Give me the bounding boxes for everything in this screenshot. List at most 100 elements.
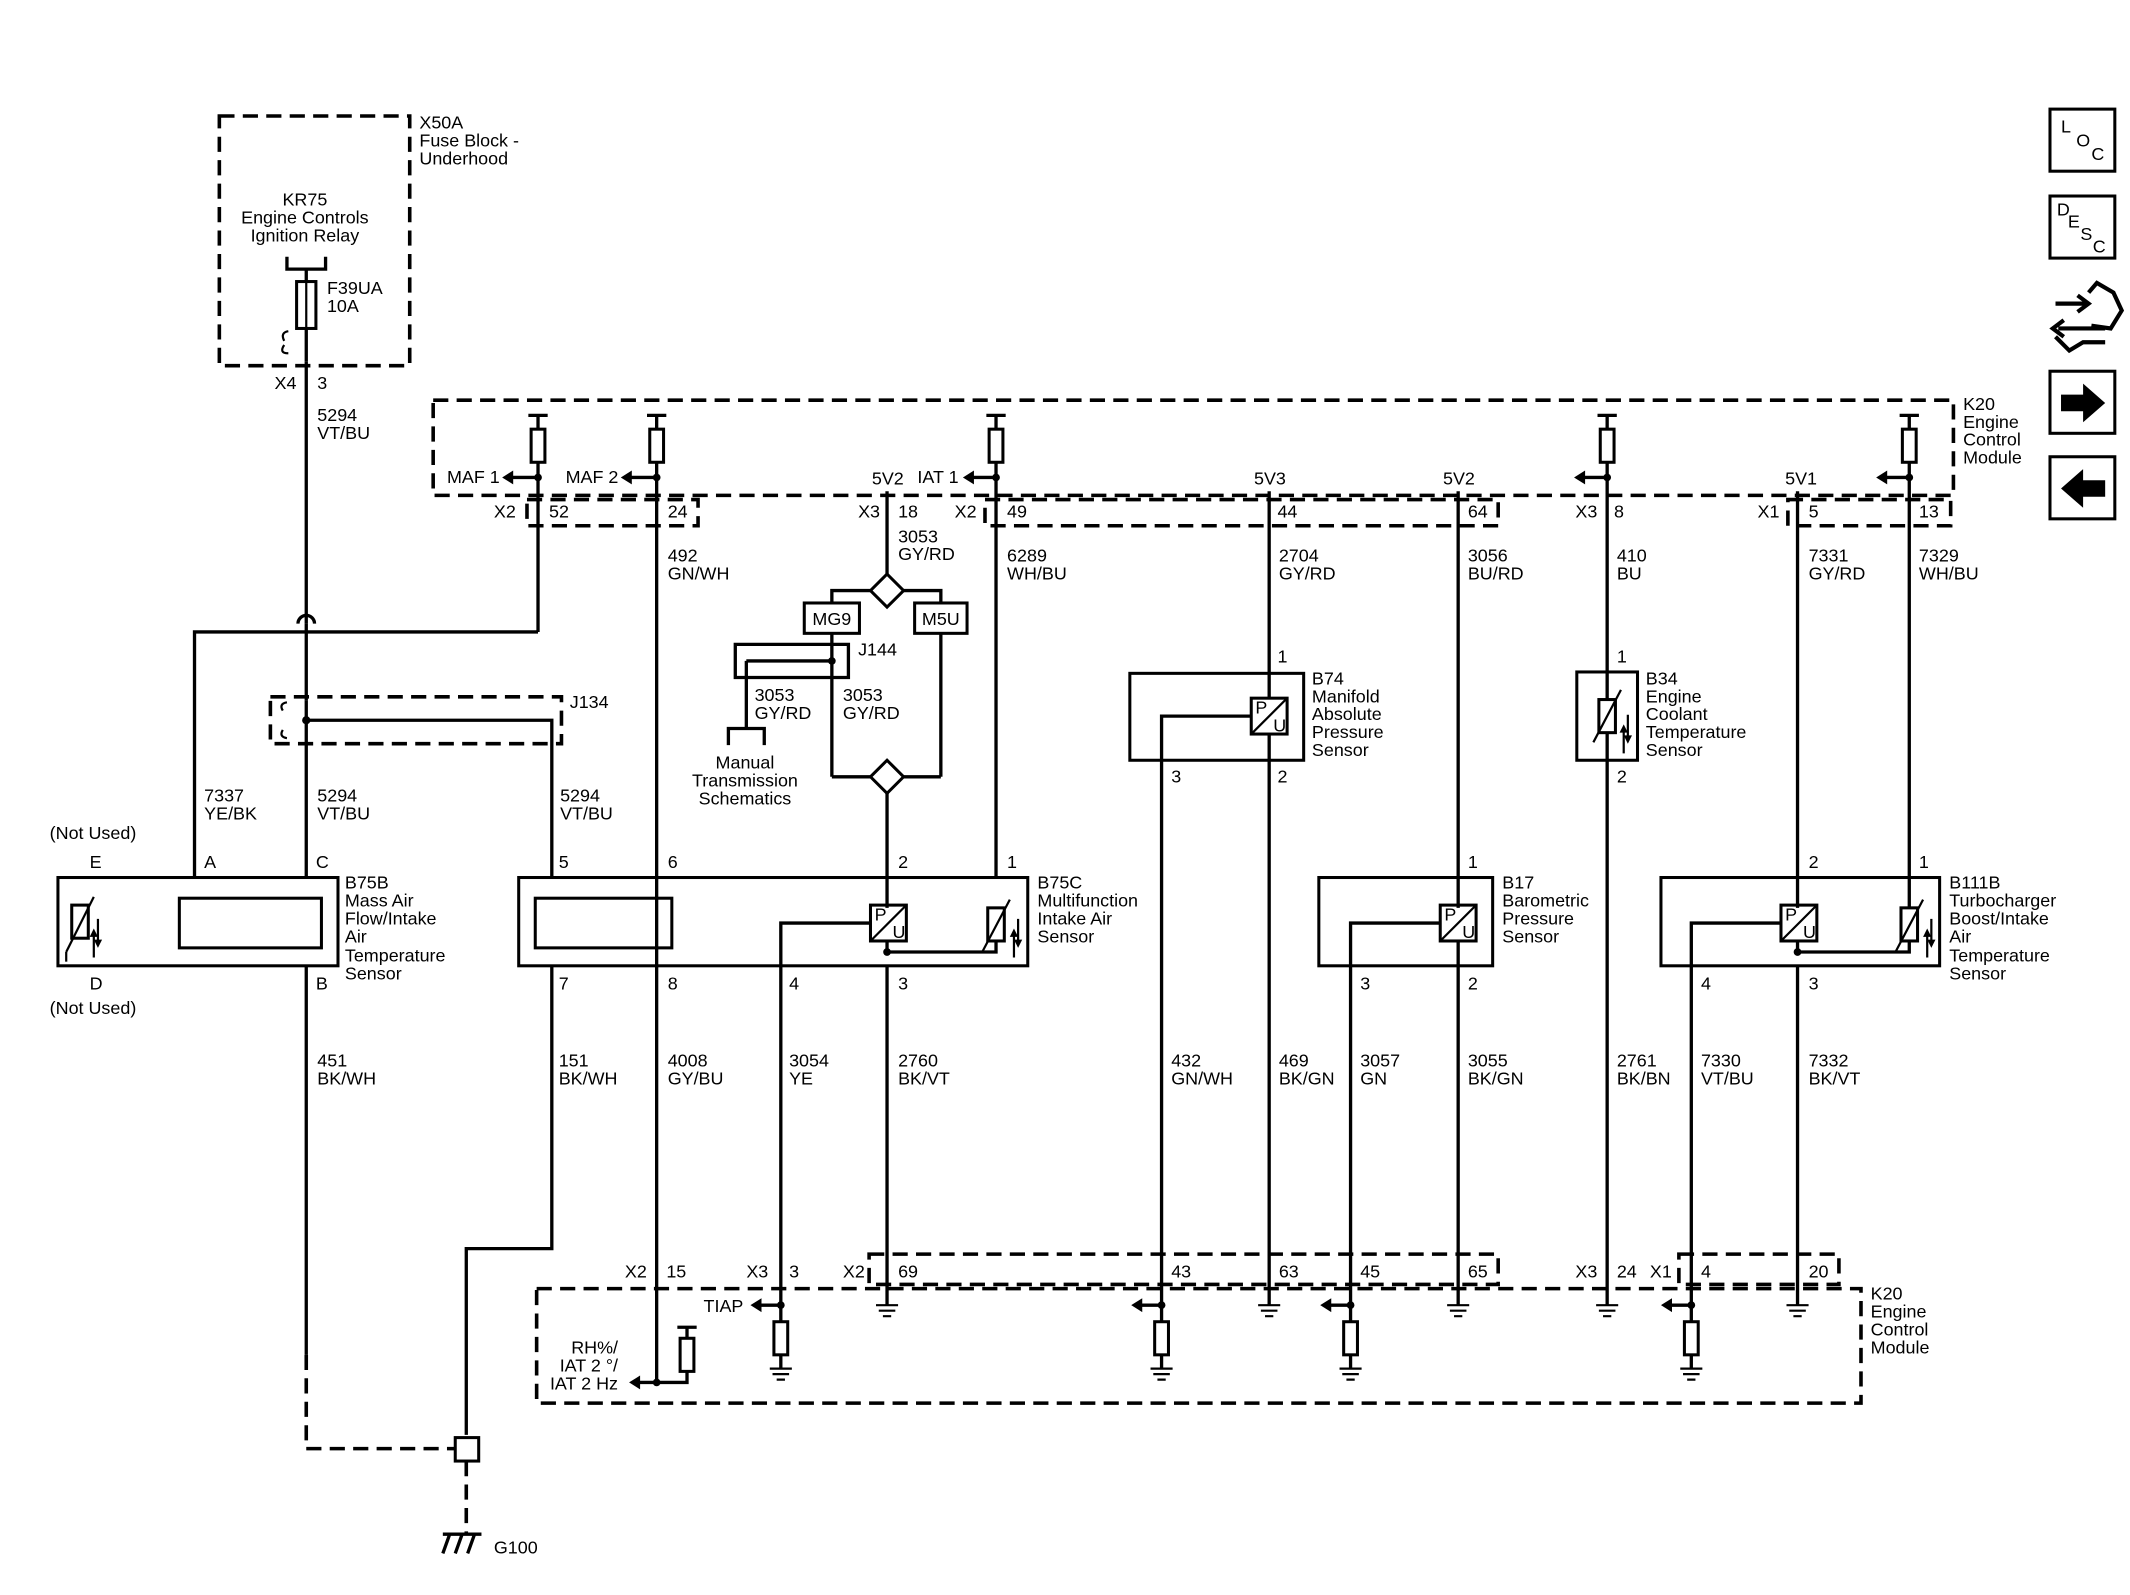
svg-text:BK/VT: BK/VT [898,1068,950,1088]
svg-text:Pressure: Pressure [1502,908,1574,928]
pullup-maf2 [647,413,667,478]
svg-text:5: 5 [1809,501,1819,521]
b111b-id: B111B [1949,873,2000,893]
svg-text:3055: 3055 [1468,1051,1508,1071]
svg-text:YE: YE [789,1068,813,1088]
svg-text:IAT 2 °/: IAT 2 °/ [560,1355,618,1375]
loc-button[interactable]: L O C [2048,107,2117,173]
svg-text:2: 2 [1809,852,1819,872]
svg-text:65: 65 [1468,1262,1488,1282]
rh-iat2-label: RH%/ [571,1337,618,1357]
svg-text:O: O [2076,130,2090,150]
ground-g100: G100 [304,1354,538,1557]
svg-text:U: U [1273,715,1286,735]
pullup-iat1 [986,413,1006,478]
svg-text:Sensor: Sensor [1646,740,1703,760]
desc-button[interactable]: D E S C [2048,194,2117,260]
svg-text:5294: 5294 [317,405,357,425]
desc-icon: D [2057,199,2070,219]
svg-text:X2: X2 [625,1262,647,1282]
svg-text:6289: 6289 [1007,546,1047,566]
svg-text:13: 13 [1919,501,1939,521]
manual-trans-link: Manual [716,753,775,773]
pullup-ect [1597,413,1617,478]
svg-text:Schematics: Schematics [699,788,792,808]
svg-text:IAT 2 Hz: IAT 2 Hz [550,1373,618,1393]
svg-text:X3: X3 [1575,501,1597,521]
svg-text:8: 8 [668,973,678,993]
svg-text:GY/RD: GY/RD [755,703,812,723]
svg-text:3: 3 [789,1262,799,1282]
svg-text:X3: X3 [746,1262,768,1282]
svg-text:C: C [2093,237,2106,257]
svg-text:E: E [2068,212,2080,232]
svg-text:(Not Used): (Not Used) [50,823,137,843]
b34-id: B34 [1646,668,1678,688]
svg-text:20: 20 [1809,1262,1829,1282]
svg-text:15: 15 [666,1262,686,1282]
svg-text:1: 1 [1617,646,1627,666]
svg-text:64: 64 [1468,501,1488,521]
svg-text:410: 410 [1617,546,1647,566]
svg-text:X3: X3 [858,501,880,521]
svg-text:YE/BK: YE/BK [204,804,257,824]
loc-icon: L [2061,117,2071,137]
next-page-button[interactable] [2048,369,2117,435]
svg-text:18: 18 [898,501,918,521]
svg-text:GY/RD: GY/RD [898,544,955,564]
svg-text:BK/WH: BK/WH [559,1068,618,1088]
svg-text:5V2: 5V2 [1443,468,1475,488]
svg-text:Temperature: Temperature [1949,946,2050,966]
svg-text:X3: X3 [1575,1262,1597,1282]
svg-text:G100: G100 [494,1537,538,1557]
svg-text:2760: 2760 [898,1051,938,1071]
svg-text:Control: Control [1963,430,2021,450]
svg-text:24: 24 [1617,1262,1637,1282]
svg-text:7337: 7337 [204,786,244,806]
svg-text:3: 3 [1171,766,1181,786]
ecm-bottom-k20: K20 Engine Control Module X2 15 X3 3 X2 … [534,1252,1930,1405]
b75b-id: B75B [345,873,389,893]
previous-page-button[interactable] [2048,455,2117,521]
svg-text:Module: Module [1871,1337,1930,1357]
svg-text:BK/BN: BK/BN [1617,1068,1671,1088]
svg-text:U: U [1803,922,1816,942]
svg-text:X1: X1 [1650,1262,1672,1282]
sensor-b17: PU 1 3 2 B17 Barometric Pressure Sensor [1317,852,1589,993]
svg-text:MAF 1: MAF 1 [447,467,500,487]
svg-text:Engine Controls: Engine Controls [241,208,369,228]
svg-text:2: 2 [1617,766,1627,786]
sensor-b75b: (Not Used) (Not Used) E A C D B B75B Mas… [50,823,446,1018]
svg-text:B: B [316,973,328,993]
svg-text:Air: Air [345,926,367,946]
svg-text:Sensor: Sensor [1949,964,2006,984]
svg-text:WH/BU: WH/BU [1007,564,1067,584]
svg-text:GY/RD: GY/RD [843,703,900,723]
svg-text:MAF 2: MAF 2 [566,467,619,487]
svg-text:P: P [1785,904,1797,924]
svg-text:1: 1 [1919,852,1929,872]
svg-text:BU/RD: BU/RD [1468,564,1524,584]
tiap-label: TIAP [704,1296,744,1316]
splice-j134: J134 [268,692,609,878]
sensor-b34: 1 2 B34 Engine Coolant Temperature Senso… [1575,646,1746,786]
svg-text:7331: 7331 [1809,546,1849,566]
svg-text:8: 8 [1614,501,1624,521]
svg-text:Engine: Engine [1871,1302,1927,1322]
svg-text:Sensor: Sensor [345,964,402,984]
svg-text:Air: Air [1949,926,1971,946]
svg-text:3: 3 [1360,973,1370,993]
svg-text:C: C [2091,144,2104,164]
pullup-maf1 [528,413,548,478]
b74-id: B74 [1312,668,1344,688]
svg-text:Mass Air: Mass Air [345,890,414,910]
svg-text:Underhood: Underhood [419,148,508,168]
connector-wrench-icon[interactable] [2049,280,2125,354]
svg-text:2761: 2761 [1617,1051,1657,1071]
svg-text:52: 52 [549,501,569,521]
svg-text:4: 4 [1701,973,1711,993]
svg-text:63: 63 [1279,1262,1299,1282]
svg-text:7329: 7329 [1919,546,1959,566]
svg-text:5V2: 5V2 [872,468,904,488]
